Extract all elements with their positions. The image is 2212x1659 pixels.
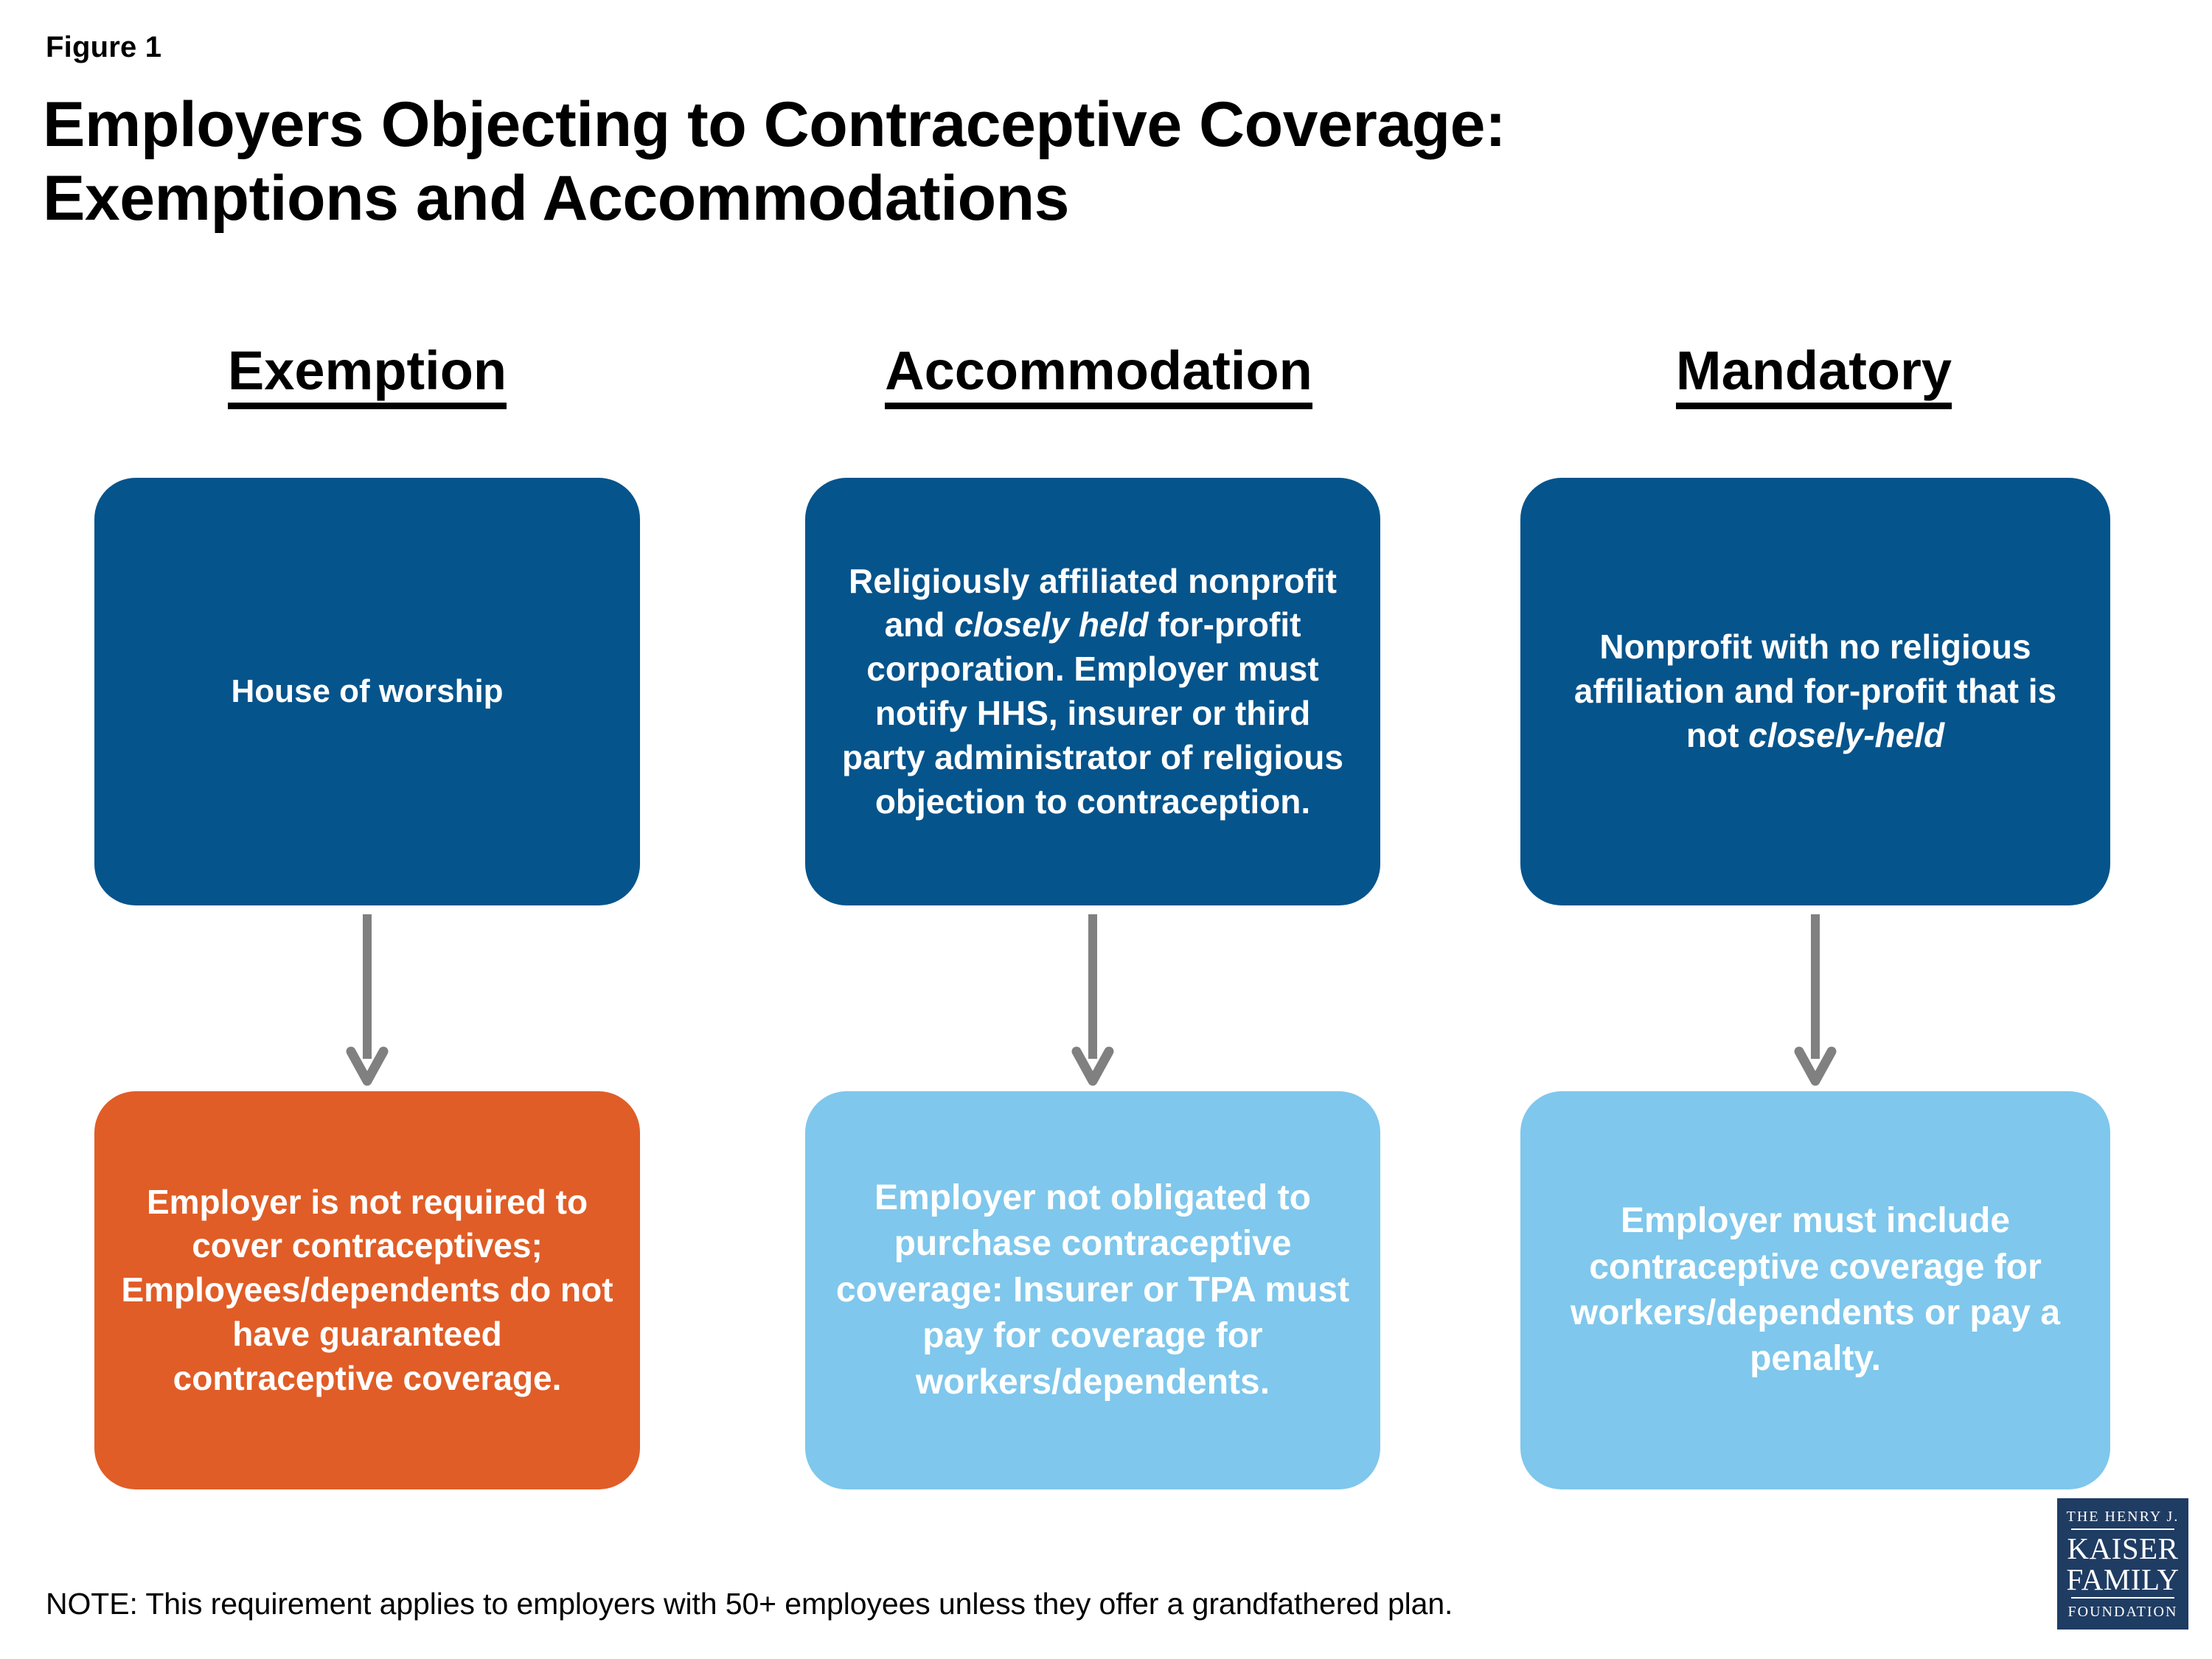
- criteria-box-text: House of worship: [231, 673, 504, 710]
- logo-rule-bottom: [2071, 1596, 2174, 1599]
- logo-line-the: THE HENRY J.: [2066, 1508, 2180, 1525]
- column-header-mandatory: Mandatory: [1482, 339, 2146, 409]
- page-title-line-1: Employers Objecting to Contraceptive Cov…: [43, 89, 1506, 160]
- down-arrow-icon: [1793, 914, 1837, 1091]
- figure-label: Figure 1: [46, 31, 162, 63]
- column-header-accommodation: Accommodation: [767, 339, 1430, 409]
- criteria-box-text: Nonprofit with no religious affiliation …: [1573, 627, 2057, 754]
- logo-line-foundation: FOUNDATION: [2067, 1603, 2178, 1620]
- page-title-line-2: Exemptions and Accommodations: [43, 162, 1070, 234]
- down-arrow-icon: [345, 914, 389, 1091]
- column-header-label: Mandatory: [1675, 342, 1952, 409]
- outcome-box-mandatory: Employer must include contraceptive cove…: [1520, 1091, 2110, 1489]
- outcome-box-text: Employer must include contraceptive cove…: [1570, 1201, 2061, 1379]
- page-title: Employers Objecting to Contraceptive Cov…: [43, 88, 2034, 236]
- footer-note: NOTE: This requirement applies to employ…: [46, 1587, 1453, 1621]
- column-header-label: Exemption: [227, 342, 507, 409]
- criteria-box-exemption: House of worship: [94, 478, 640, 905]
- outcome-box-text: Employer not obligated to purchase contr…: [835, 1178, 1350, 1402]
- logo-line-kaiser: KAISER: [2067, 1531, 2179, 1565]
- down-arrow-icon: [1071, 914, 1115, 1091]
- outcome-box-exemption: Employer is not required to cover contra…: [94, 1091, 640, 1489]
- logo-line-family: FAMILY: [2066, 1562, 2180, 1596]
- logo-rule-top: [2071, 1528, 2174, 1530]
- column-header-exemption: Exemption: [35, 339, 699, 409]
- criteria-box-mandatory: Nonprofit with no religious affiliation …: [1520, 478, 2110, 905]
- kaiser-family-foundation-logo: THE HENRY J. KAISER FAMILY FOUNDATION: [2057, 1498, 2188, 1630]
- criteria-box-text: Religiously affiliated nonprofit and clo…: [842, 561, 1343, 821]
- column-header-label: Accommodation: [885, 342, 1312, 409]
- outcome-box-accommodation: Employer not obligated to purchase contr…: [805, 1091, 1380, 1489]
- outcome-box-text: Employer is not required to cover contra…: [121, 1182, 613, 1397]
- criteria-box-accommodation: Religiously affiliated nonprofit and clo…: [805, 478, 1380, 905]
